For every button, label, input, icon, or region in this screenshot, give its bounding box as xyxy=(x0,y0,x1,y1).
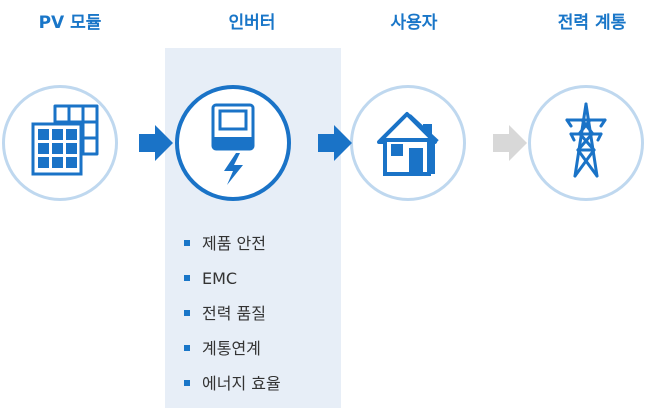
pv-module-circle xyxy=(2,85,118,201)
feature-item: 제품 안전 xyxy=(184,234,281,269)
inverter-icon xyxy=(211,103,255,185)
house-icon xyxy=(377,112,439,176)
stage-label-pv-module: PV 모듈 xyxy=(38,13,102,33)
stage-label-inverter: 인버터 xyxy=(228,13,276,33)
feature-item: 에너지 효율 xyxy=(184,374,281,409)
arrow-right-icon xyxy=(139,125,173,161)
user-circle xyxy=(350,85,466,201)
bullet-icon xyxy=(184,310,190,316)
feature-label: 제품 안전 xyxy=(202,234,266,253)
bullet-icon xyxy=(184,380,190,386)
arrow-right-icon xyxy=(318,125,352,161)
feature-label: 계통연계 xyxy=(202,339,261,358)
inverter-circle xyxy=(175,85,291,201)
bullet-icon xyxy=(184,240,190,246)
feature-item: 계통연계 xyxy=(184,339,281,374)
arrow-right-icon xyxy=(493,125,527,161)
solar-panel-icon xyxy=(31,104,99,176)
bullet-icon xyxy=(184,275,190,281)
stage-label-user: 사용자 xyxy=(390,13,438,33)
feature-item: EMC xyxy=(184,269,281,304)
feature-item: 전력 품질 xyxy=(184,304,281,339)
stage-label-grid: 전력 계통 xyxy=(557,13,627,33)
feature-label: 에너지 효율 xyxy=(202,374,281,393)
power-tower-icon xyxy=(565,102,607,178)
grid-circle xyxy=(528,85,644,201)
bullet-icon xyxy=(184,345,190,351)
feature-label: EMC xyxy=(202,269,238,288)
inverter-feature-list: 제품 안전 EMC 전력 품질 계통연계 에너지 효율 xyxy=(184,234,281,409)
feature-label: 전력 품질 xyxy=(202,304,266,323)
